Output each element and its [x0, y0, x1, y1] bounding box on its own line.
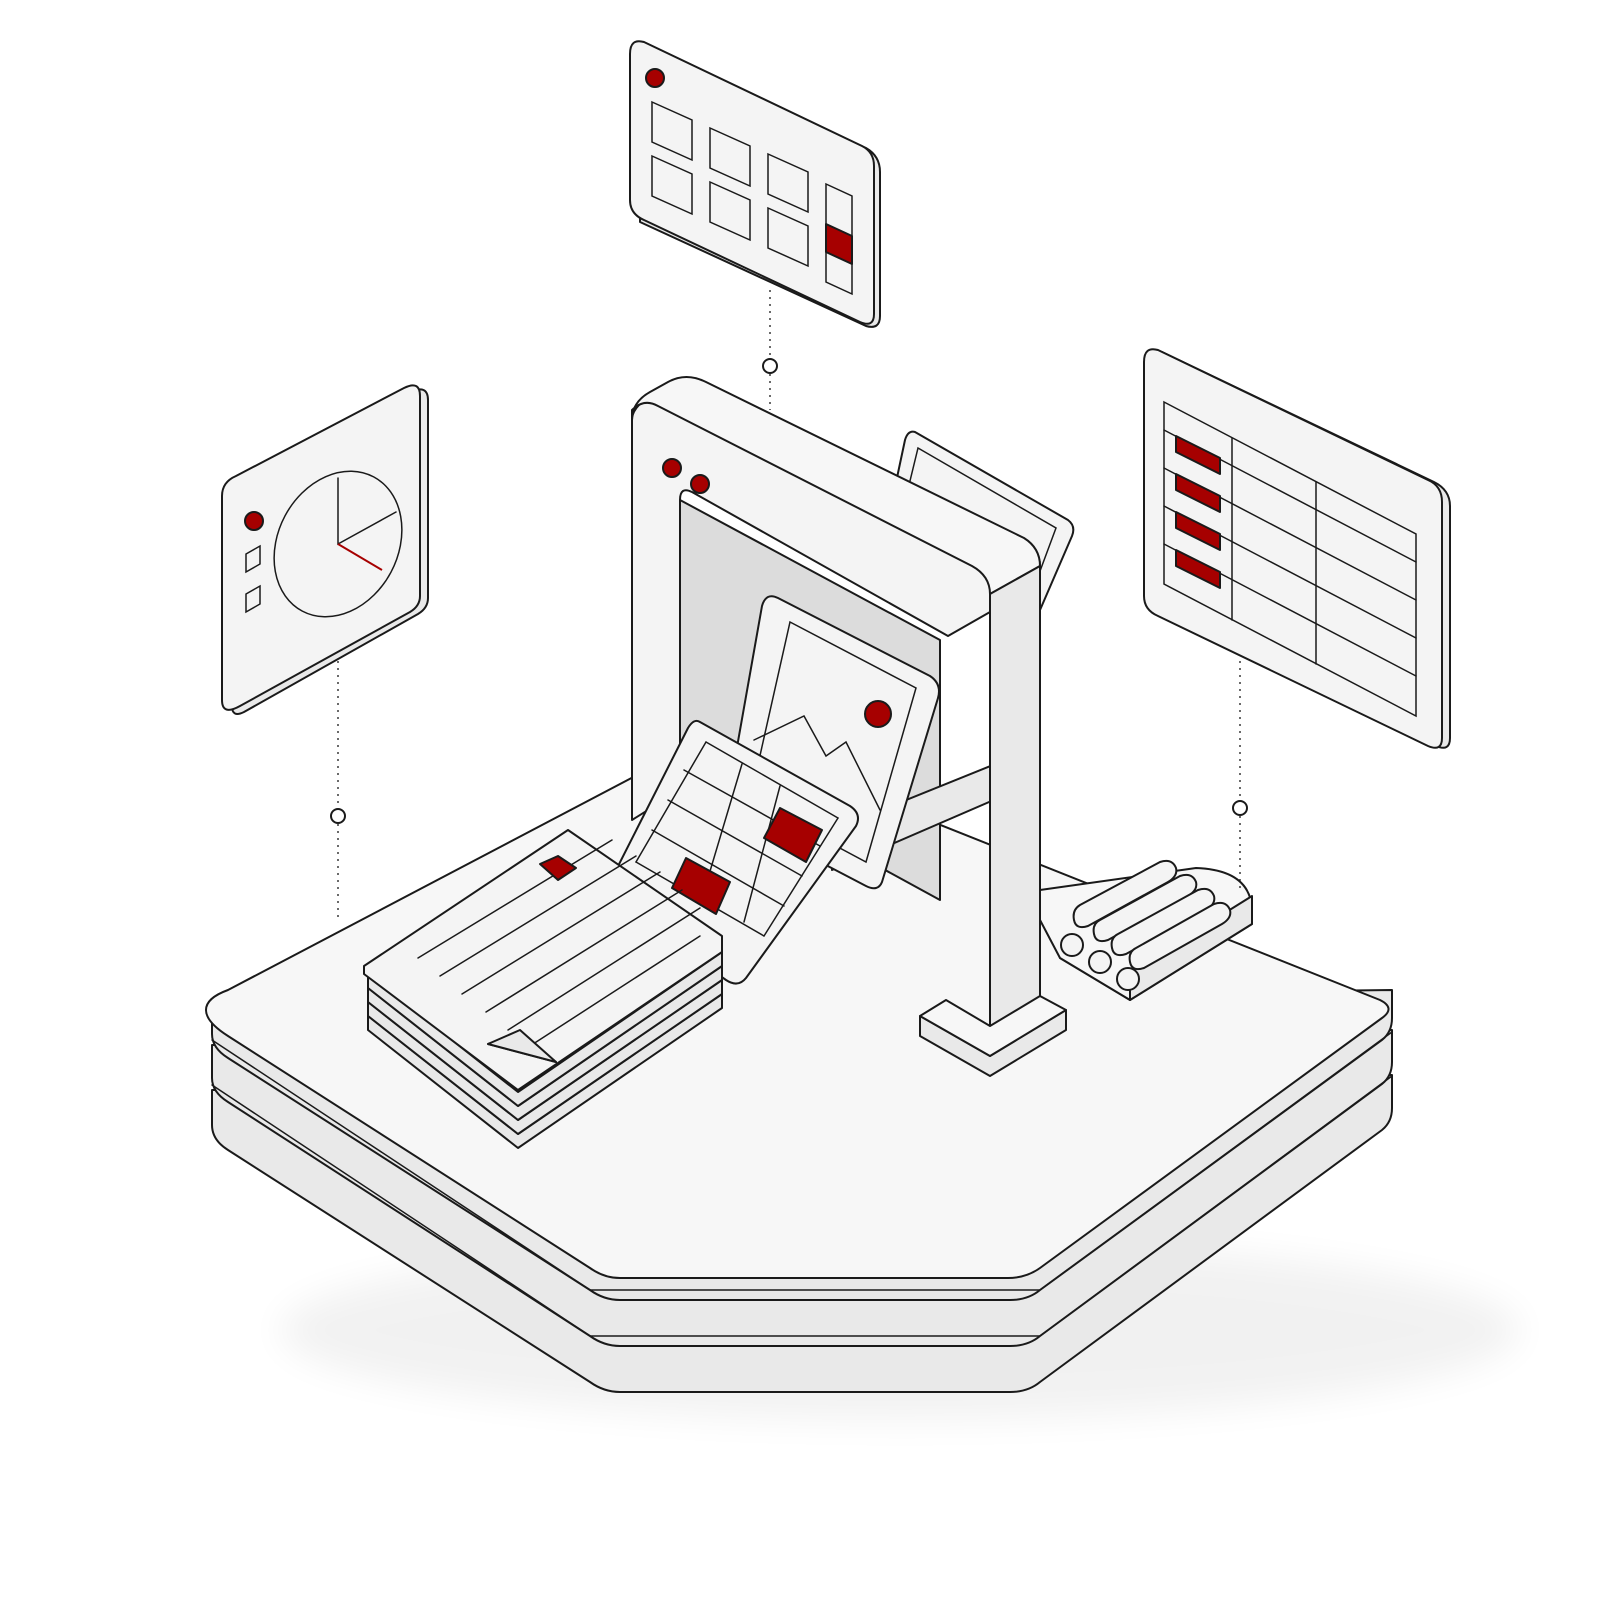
panel-left-status-dot [244, 511, 264, 531]
table-row-marker-2 [1175, 473, 1221, 513]
table-row-marker-4 [1175, 549, 1221, 589]
pie-chart-panel-icon [221, 384, 429, 920]
image-sun-icon [864, 700, 892, 728]
spreadsheet-highlight-cell-2 [671, 857, 731, 915]
table-rows-panel-icon [1143, 348, 1451, 890]
gate-status-dot-1 [662, 458, 682, 478]
conveyor-wheels [1060, 933, 1140, 991]
table-row-marker-1 [1175, 435, 1221, 475]
pie-chart-icon [273, 470, 403, 618]
gate-status-dot-2 [690, 474, 710, 494]
conveyor-rollers [1072, 859, 1232, 971]
roller-conveyor-icon [1039, 859, 1253, 1001]
table-row-marker-3 [1175, 511, 1221, 551]
grid-tiles-panel-icon [629, 40, 881, 410]
document-stack-icon [363, 829, 723, 1149]
spreadsheet-highlight-cell-1 [763, 807, 823, 863]
document-tag-icon [539, 855, 577, 881]
panel-top-highlight-tile [825, 223, 853, 265]
platform-base-icon [205, 737, 1520, 1420]
panel-top-status-dot [645, 68, 665, 88]
